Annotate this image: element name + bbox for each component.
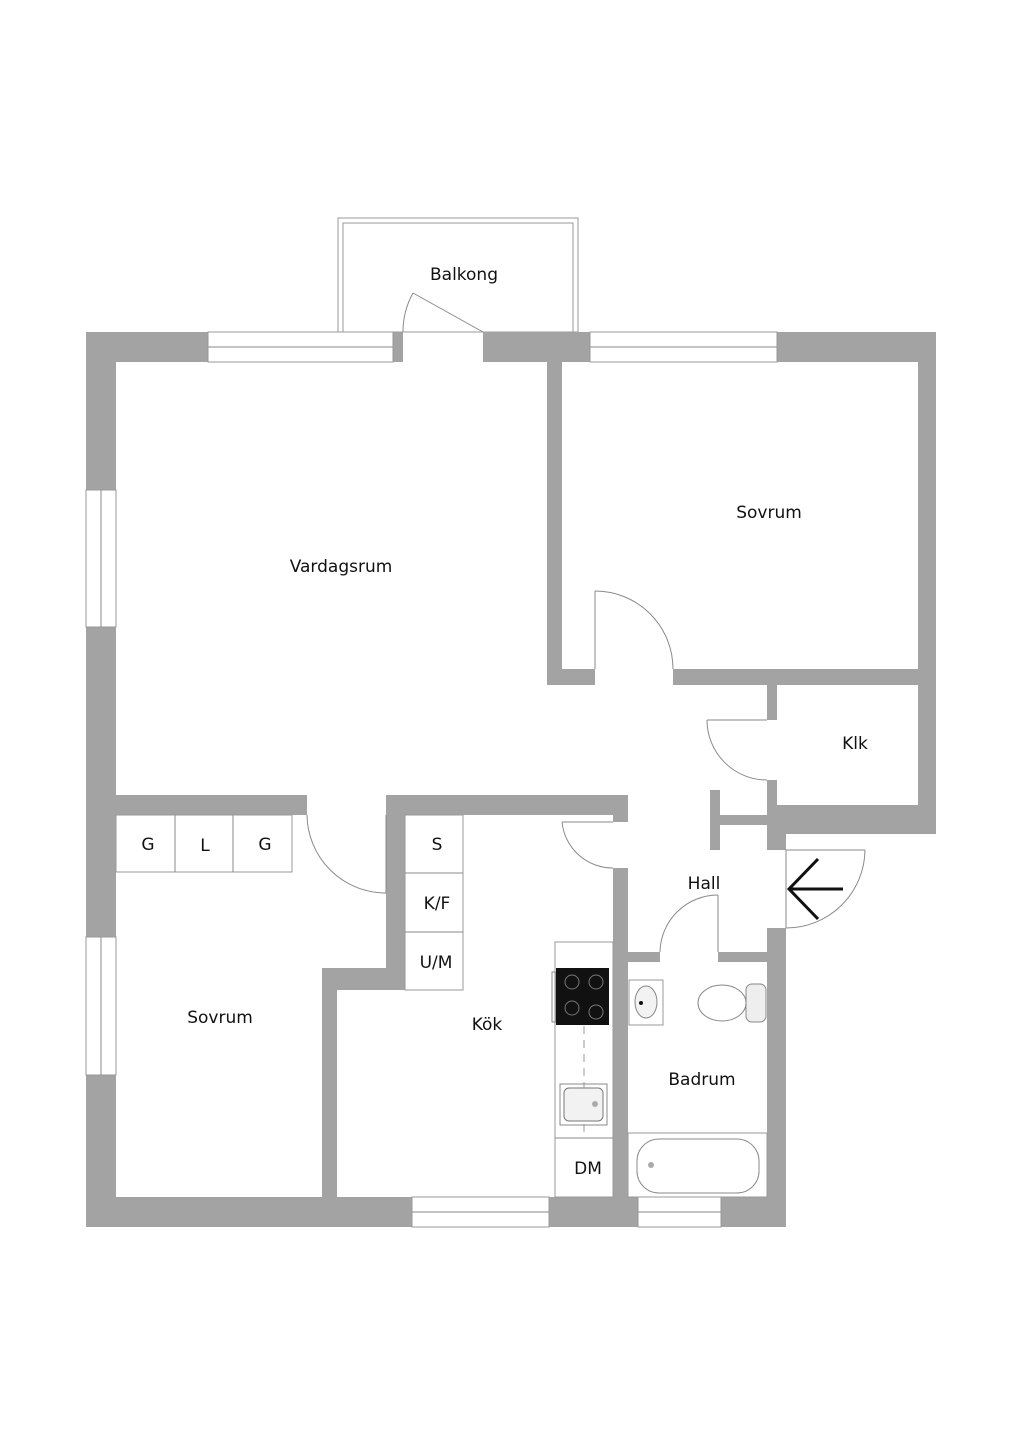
doors <box>306 590 866 953</box>
wardrobe-label: G <box>141 835 154 855</box>
wardrobes <box>115 814 293 873</box>
kitchen-unit-label: S <box>432 835 443 855</box>
interior-walls <box>116 362 918 1197</box>
kitchen-unit-label: U/M <box>420 953 453 973</box>
room-label-hall: Hall <box>688 874 721 894</box>
windows <box>85 331 778 1228</box>
toilet-icon <box>697 983 767 1023</box>
washbasin-icon <box>628 979 664 1026</box>
entrance-arrow-icon <box>786 857 843 921</box>
room-label-badrum: Badrum <box>668 1070 735 1090</box>
room-label-kok: Kök <box>472 1015 503 1035</box>
room-label-vardagsrum: Vardagsrum <box>290 557 393 577</box>
room-label-sovrum-upper: Sovrum <box>736 503 802 523</box>
sink-icon <box>559 1083 608 1126</box>
wardrobe-label: L <box>200 836 210 856</box>
outer-walls <box>86 332 936 1227</box>
room-label-klk: Klk <box>842 734 868 754</box>
room-label-sovrum-lower: Sovrum <box>187 1008 253 1028</box>
balcony <box>337 217 579 333</box>
dishwasher-label: DM <box>574 1159 602 1179</box>
kitchen-unit-label: K/F <box>424 894 451 914</box>
room-label-balkong: Balkong <box>430 265 498 285</box>
bathtub-icon <box>627 1132 768 1198</box>
stove-icon <box>551 968 609 1025</box>
balcony-door <box>402 292 484 333</box>
wardrobe-label: G <box>258 835 271 855</box>
kitchen-units <box>404 814 464 991</box>
kitchen-counter <box>554 941 614 1198</box>
